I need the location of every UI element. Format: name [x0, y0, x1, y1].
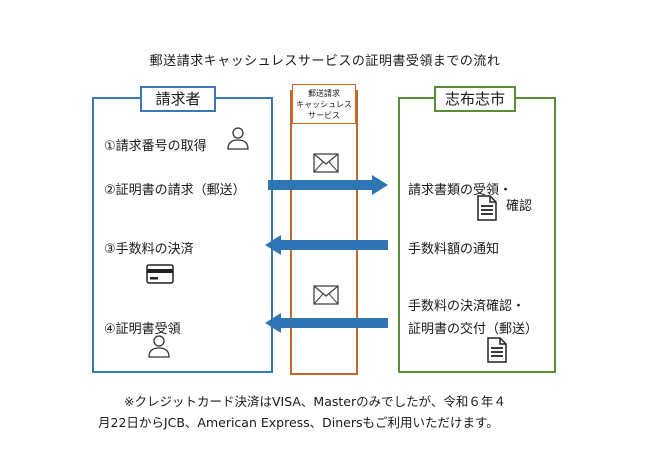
- note-line-1: ※クレジットカード決済はVISA、Masterのみでしたが、令和６年４: [124, 394, 506, 409]
- service-header-line-1: 郵送請求: [308, 89, 340, 98]
- certificate-issue-label: 証明書の交付（郵送）: [408, 322, 539, 337]
- note-line-2: 月22日からJCB、American Express、Dinersもご利用いただ…: [98, 415, 499, 430]
- fee-notice-label: 手数料額の通知: [408, 242, 500, 257]
- arrow-request-to-city: [268, 175, 388, 195]
- credit-card-icon: [146, 264, 174, 284]
- city-header: 志布志市: [434, 86, 516, 112]
- document-icon: [477, 195, 497, 221]
- envelope-icon: [313, 285, 339, 305]
- diagram-title: 郵送請求キャッシュレスサービスの証明書受領までの流れ: [149, 54, 501, 69]
- service-header-line-3: サービス: [308, 111, 340, 120]
- requester-header: 請求者: [140, 86, 216, 112]
- step-3-label: ③手数料の決済: [104, 242, 194, 257]
- envelope-icon: [313, 153, 339, 173]
- step-2-label: ②証明書の請求（郵送）: [104, 183, 246, 198]
- confirm-label: 確認: [506, 199, 533, 214]
- payment-confirm-label: 手数料の決済確認・: [408, 299, 526, 314]
- step-4-label: ④証明書受領: [104, 322, 181, 337]
- arrow-fee-notice-to-requester: [265, 235, 388, 255]
- receipt-label: 請求書類の受領・: [408, 183, 513, 198]
- person-icon: [148, 335, 170, 358]
- service-header: 郵送請求 キャッシュレス サービス: [292, 84, 356, 124]
- service-header-line-2: キャッシュレス: [296, 100, 352, 109]
- arrow-certificate-to-requester: [265, 313, 388, 333]
- document-icon: [487, 337, 507, 363]
- person-icon: [227, 127, 249, 150]
- credit-card-note: ※クレジットカード決済はVISA、Masterのみでしたが、令和６年４ 月22日…: [98, 391, 568, 433]
- step-1-label: ①請求番号の取得: [104, 139, 207, 154]
